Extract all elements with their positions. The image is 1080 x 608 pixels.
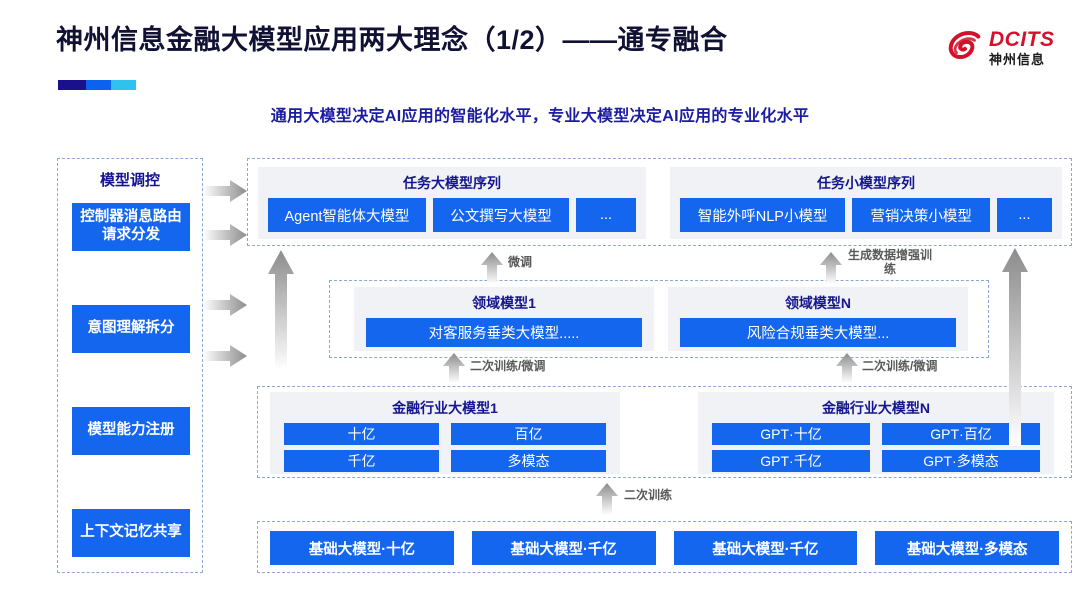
chip-base-model-trillion[interactable]: 基础大模型·千亿 xyxy=(673,531,858,565)
task-small-model-chips: 智能外呼NLP小模型 营销决策小模型 ... xyxy=(670,198,1062,238)
accent-segment-3 xyxy=(111,80,136,90)
flow-arrow-up-retrain-right xyxy=(836,353,858,383)
sidebar-item-controller-routing[interactable]: 控制器消息路由请求分发 xyxy=(72,203,190,251)
chip-base-model-multimodal[interactable]: 基础大模型·多模态 xyxy=(875,531,1059,565)
connector-arrow-right-4 xyxy=(203,345,247,367)
task-small-model-panel: 任务小模型序列 智能外呼NLP小模型 营销决策小模型 ... xyxy=(670,167,1062,239)
accent-segment-2 xyxy=(86,80,112,90)
page-subtitle: 通用大模型决定AI应用的智能化水平，专业大模型决定AI应用的专业化水平 xyxy=(270,108,810,125)
logo-en-text: DCITS xyxy=(989,27,1055,51)
chip-gpt-hundred-billion[interactable]: GPT·千亿 xyxy=(712,450,870,472)
page-title: 神州信息金融大模型应用两大理念（1/2）——通专融合 xyxy=(56,25,728,55)
chip-document-writing-model[interactable]: 公文撰写大模型 xyxy=(432,198,570,232)
task-sequence-container: 任务大模型序列 Agent智能体大模型 公文撰写大模型 ... 任务小模型序列 … xyxy=(247,158,1072,246)
chip-base-model-billion[interactable]: 基础大模型·十亿 xyxy=(270,531,454,565)
domain-model-1-panel: 领域模型1 对客服务垂类大模型..... xyxy=(354,287,654,351)
connector-arrow-right-3 xyxy=(203,294,247,316)
industry-model-1-chips: 十亿 百亿 千亿 多模态 xyxy=(270,423,620,472)
industry-model-container: 金融行业大模型1 十亿 百亿 千亿 多模态 金融行业大模型N GPT·十亿 GP… xyxy=(257,386,1072,478)
sidebar-item-intent-understanding[interactable]: 意图理解拆分 xyxy=(72,305,190,353)
flow-arrow-up-retrain-left xyxy=(443,353,465,383)
task-small-model-title: 任务小模型序列 xyxy=(817,175,915,191)
chip-agent-model[interactable]: Agent智能体大模型 xyxy=(268,198,426,232)
task-big-model-title: 任务大模型序列 xyxy=(403,175,501,191)
flow-arrow-up-right-tall xyxy=(1002,248,1028,446)
industry-model-1-title: 金融行业大模型1 xyxy=(392,400,498,416)
chip-more-small-models[interactable]: ... xyxy=(996,198,1052,232)
base-model-container: 基础大模型·十亿 基础大模型·千亿 基础大模型·千亿 基础大模型·多模态 xyxy=(257,521,1072,573)
domain-model-1-title: 领域模型1 xyxy=(472,295,536,311)
chip-gpt-multimodal[interactable]: GPT·多模态 xyxy=(882,450,1040,472)
sidebar-title: 模型调控 xyxy=(99,172,160,189)
chip-customer-service-vertical-model[interactable]: 对客服务垂类大模型..... xyxy=(366,318,642,347)
domain-model-container: 领域模型1 对客服务垂类大模型..... 领域模型N 风险合规垂类大模型... xyxy=(329,280,989,358)
chip-billion[interactable]: 十亿 xyxy=(284,423,439,445)
accent-segment-1 xyxy=(58,80,87,90)
chip-base-model-hundred-billion[interactable]: 基础大模型·千亿 xyxy=(471,531,656,565)
title-accent-bar xyxy=(58,80,136,90)
chip-more-big-models[interactable]: ... xyxy=(576,198,636,232)
chip-risk-compliance-vertical-model[interactable]: 风险合规垂类大模型... xyxy=(680,318,956,347)
flow-arrow-up-data-aug xyxy=(820,252,842,284)
industry-model-n-panel: 金融行业大模型N GPT·十亿 GPT·百亿 GPT·千亿 GPT·多模态 xyxy=(698,392,1054,474)
dcits-swirl-icon xyxy=(948,30,981,59)
chip-hundred-billion[interactable]: 千亿 xyxy=(284,450,439,472)
industry-model-n-title: 金融行业大模型N xyxy=(821,400,931,416)
flow-label-retrain-fine-tune-left: 二次训练/微调 xyxy=(470,359,546,373)
connector-arrow-right-1 xyxy=(203,180,247,202)
industry-model-n-chips: GPT·十亿 GPT·百亿 GPT·千亿 GPT·多模态 xyxy=(698,423,1054,472)
architecture-diagram: 任务大模型序列 Agent智能体大模型 公文撰写大模型 ... 任务小模型序列 … xyxy=(247,158,1072,573)
chip-gpt-ten-billion[interactable]: GPT·百亿 xyxy=(882,423,1040,445)
sidebar-item-capability-registry[interactable]: 模型能力注册 xyxy=(72,407,190,455)
chip-nlp-outbound-model[interactable]: 智能外呼NLP小模型 xyxy=(680,198,846,232)
flow-arrow-up-left-tall xyxy=(268,250,294,370)
logo-text: DCITS 神州信息 xyxy=(989,29,1055,66)
sidebar-model-control: 模型调控 控制器消息路由请求分发 意图理解拆分 模型能力注册 上下文记忆共享 xyxy=(57,158,203,573)
task-big-model-chips: Agent智能体大模型 公文撰写大模型 ... xyxy=(258,198,646,238)
chip-gpt-billion[interactable]: GPT·十亿 xyxy=(712,423,870,445)
flow-label-fine-tune: 微调 xyxy=(508,255,533,269)
chip-marketing-decision-model[interactable]: 营销决策小模型 xyxy=(852,198,990,232)
sidebar-item-context-memory[interactable]: 上下文记忆共享 xyxy=(72,509,190,557)
task-big-model-panel: 任务大模型序列 Agent智能体大模型 公文撰写大模型 ... xyxy=(258,167,646,239)
flow-label-data-augmentation: 生成数据增强训练 xyxy=(848,248,933,276)
domain-model-n-panel: 领域模型N 风险合规垂类大模型... xyxy=(668,287,968,351)
flow-label-retrain: 二次训练 xyxy=(624,488,673,502)
chip-multimodal[interactable]: 多模态 xyxy=(451,450,606,472)
domain-model-n-title: 领域模型N xyxy=(784,295,852,311)
company-logo: DCITS 神州信息 xyxy=(946,22,1064,72)
flow-arrow-up-retrain-bottom xyxy=(596,483,618,515)
flow-arrow-up-fine-tune xyxy=(481,252,503,284)
connector-arrow-right-2 xyxy=(203,224,247,246)
flow-label-retrain-fine-tune-right: 二次训练/微调 xyxy=(862,359,938,373)
industry-model-1-panel: 金融行业大模型1 十亿 百亿 千亿 多模态 xyxy=(270,392,620,474)
logo-cn-text: 神州信息 xyxy=(989,51,1046,67)
base-model-chips: 基础大模型·十亿 基础大模型·千亿 基础大模型·千亿 基础大模型·多模态 xyxy=(258,522,1071,572)
chip-ten-billion[interactable]: 百亿 xyxy=(451,423,606,445)
